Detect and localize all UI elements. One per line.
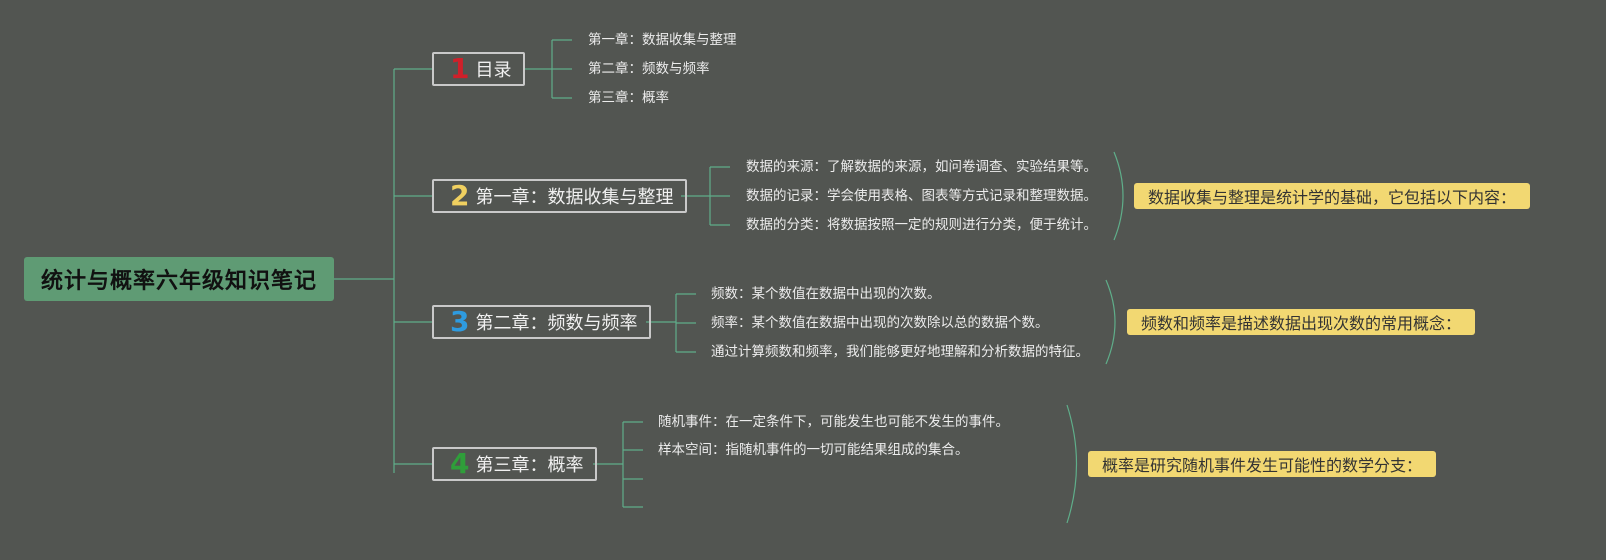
leaf-item[interactable]: 第一章：数据收集与整理	[588, 32, 737, 48]
branch-node-chapter-1[interactable]: 2 第一章：数据收集与整理	[432, 179, 688, 213]
branch-label: 第二章：频数与频率	[475, 313, 638, 334]
branch-number: 4	[450, 447, 470, 480]
leaf-item[interactable]: 第三章：概率	[588, 90, 669, 106]
leaf-item[interactable]: 数据的分类：将数据按照一定的规则进行分类，便于统计。	[746, 217, 1097, 233]
branch-label: 第三章：概率	[475, 455, 584, 476]
leaf-item[interactable]: 频数：某个数值在数据中出现的次数。	[711, 286, 941, 302]
summary-note[interactable]: 概率是研究随机事件发生可能性的数学分支：	[1088, 451, 1437, 477]
leaf-item[interactable]: 随机事件：在一定条件下，可能发生也可能不发生的事件。	[658, 414, 1009, 430]
branch-node-chapter-3[interactable]: 4 第三章：概率	[432, 447, 598, 481]
summary-note[interactable]: 数据收集与整理是统计学的基础，它包括以下内容：	[1134, 183, 1531, 209]
leaf-item[interactable]: 数据的来源：了解数据的来源，如问卷调查、实验结果等。	[746, 159, 1097, 175]
branch-label: 目录	[475, 60, 512, 81]
branch-node-contents[interactable]: 1 目录	[432, 52, 526, 86]
branch-node-chapter-2[interactable]: 3 第二章：频数与频率	[432, 305, 652, 339]
leaf-item[interactable]: 数据的记录：学会使用表格、图表等方式记录和整理数据。	[746, 188, 1097, 204]
leaf-item[interactable]: 频率：某个数值在数据中出现的次数除以总的数据个数。	[711, 315, 1049, 331]
root-title: 统计与概率六年级知识笔记	[40, 269, 317, 294]
leaf-item[interactable]: 样本空间：指随机事件的一切可能结果组成的集合。	[658, 442, 969, 458]
leaf-item[interactable]: 通过计算频数和频率，我们能够更好地理解和分析数据的特征。	[711, 344, 1089, 360]
branch-label: 第一章：数据收集与整理	[475, 187, 674, 208]
root-node[interactable]: 统计与概率六年级知识笔记	[24, 257, 334, 301]
summary-note[interactable]: 频数和频率是描述数据出现次数的常用概念：	[1127, 309, 1476, 335]
branch-number: 1	[450, 52, 470, 85]
branch-number: 3	[450, 305, 470, 338]
leaf-item[interactable]: 第二章：频数与频率	[588, 61, 710, 77]
branch-number: 2	[450, 179, 470, 212]
